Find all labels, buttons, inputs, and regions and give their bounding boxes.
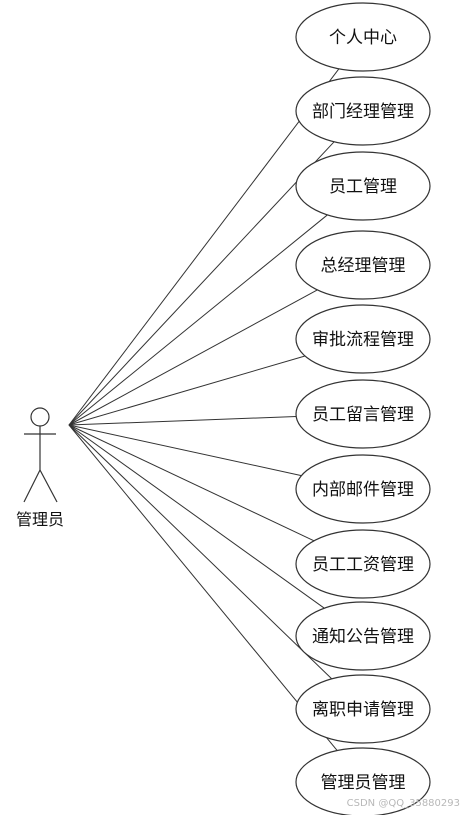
use-case: 内部邮件管理 <box>295 454 431 524</box>
association-lines <box>68 68 340 751</box>
association-line <box>68 424 338 751</box>
use-case: 员工工资管理 <box>295 529 431 599</box>
use-case: 通知公告管理 <box>295 601 431 671</box>
actor-left-leg <box>23 469 41 503</box>
use-case: 离职申请管理 <box>295 674 431 744</box>
use-case-label: 个人中心 <box>329 28 397 48</box>
association-line <box>68 289 318 426</box>
use-case: 管理员管理 <box>295 747 431 815</box>
association-line <box>68 141 335 426</box>
use-case-label: 通知公告管理 <box>312 627 414 647</box>
actor-head <box>30 407 50 427</box>
use-case-ellipse <box>295 230 431 300</box>
association-line <box>68 424 325 609</box>
use-case-group: 个人中心部门经理管理员工管理总经理管理审批流程管理员工留言管理内部邮件管理员工工… <box>295 2 431 815</box>
use-case-ellipse <box>295 76 431 146</box>
use-case-ellipse <box>295 379 431 449</box>
use-case-ellipse <box>295 151 431 221</box>
use-case: 部门经理管理 <box>295 76 431 146</box>
association-line <box>68 68 340 426</box>
use-case-ellipse <box>295 2 431 72</box>
use-case-label: 内部邮件管理 <box>312 480 414 500</box>
use-case: 员工管理 <box>295 151 431 221</box>
use-case-label: 离职申请管理 <box>312 700 414 720</box>
use-case-label: 管理员管理 <box>321 773 406 793</box>
use-case-label: 部门经理管理 <box>312 102 414 122</box>
association-line <box>68 214 328 426</box>
use-case: 员工留言管理 <box>295 379 431 449</box>
association-line <box>68 424 302 477</box>
watermark: CSDN @QQ_35880293 <box>347 798 460 809</box>
use-case-label: 员工工资管理 <box>312 555 414 575</box>
use-case: 总经理管理 <box>295 230 431 300</box>
use-case-ellipse <box>295 601 431 671</box>
use-case-label: 总经理管理 <box>321 256 406 276</box>
use-case: 个人中心 <box>295 2 431 72</box>
actor-right-leg <box>39 469 58 503</box>
use-case-label: 审批流程管理 <box>312 330 414 350</box>
use-case-ellipse <box>295 747 431 815</box>
association-line <box>68 424 333 680</box>
use-case-ellipse <box>295 304 431 374</box>
association-line <box>68 416 297 426</box>
association-line <box>68 355 306 426</box>
use-case-ellipse <box>295 529 431 599</box>
use-case-ellipse <box>295 454 431 524</box>
use-case: 审批流程管理 <box>295 304 431 374</box>
association-line <box>68 424 315 542</box>
use-case-label: 员工留言管理 <box>312 405 414 425</box>
use-case-label: 员工管理 <box>329 177 397 197</box>
actor: 管理员 <box>16 407 64 529</box>
actor-label: 管理员 <box>16 510 64 529</box>
use-case-ellipse <box>295 674 431 744</box>
